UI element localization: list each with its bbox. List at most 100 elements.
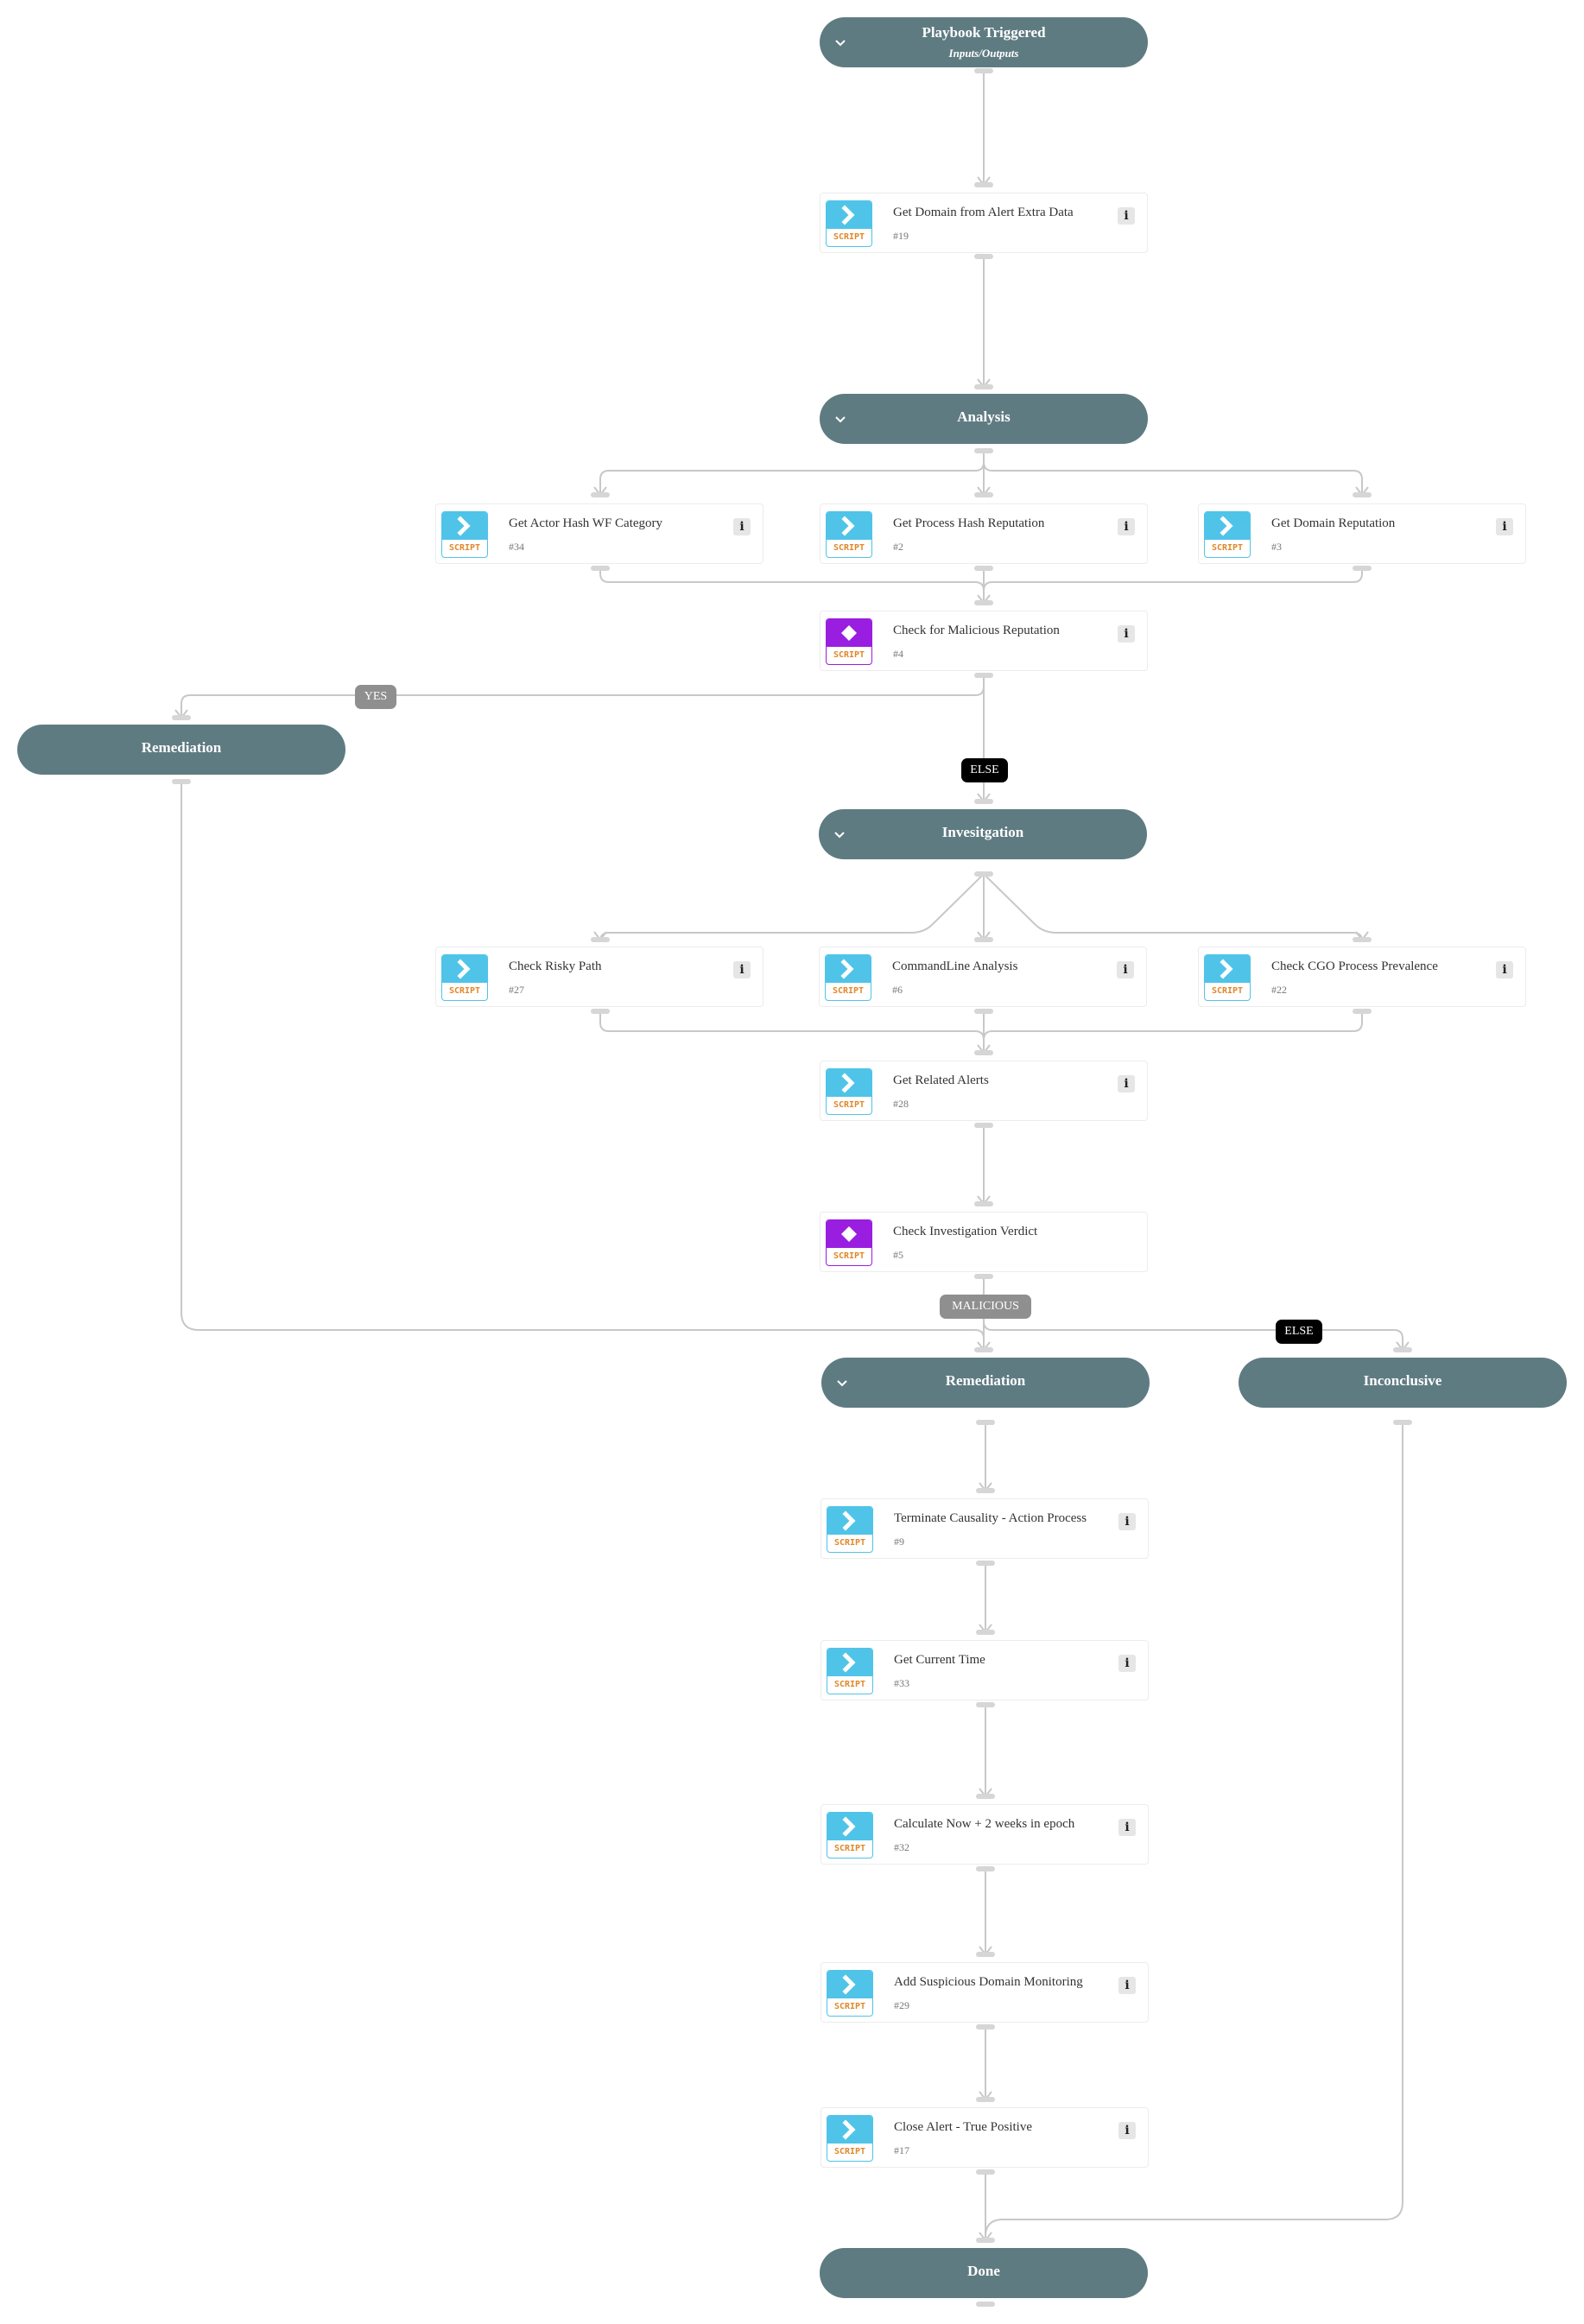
connector-port[interactable] [974,566,993,571]
task-name: Check Investigation Verdict [893,1225,1038,1238]
info-icon[interactable]: i [733,518,751,535]
task-check-for-malicious-reputation[interactable]: SCRIPT Check for Malicious Reputation #4… [820,611,1148,671]
connector-port[interactable] [976,2238,995,2243]
connector-port[interactable] [974,1201,993,1206]
info-icon[interactable]: i [1118,2122,1136,2139]
connector-port[interactable] [1353,566,1372,571]
task-id: #5 [893,1249,903,1261]
connector-port[interactable] [976,1630,995,1635]
connector-port[interactable] [1353,1009,1372,1014]
connector-port[interactable] [974,1274,993,1279]
script-task-icon: SCRIPT [1204,511,1251,558]
task-check-investigation-verdict[interactable]: SCRIPT Check Investigation Verdict #5 [820,1212,1148,1272]
chevron-down-icon[interactable] [833,35,847,49]
task-get-domain-from-alert-extra-data[interactable]: SCRIPT Get Domain from Alert Extra Data … [820,193,1148,253]
condition-task-icon: SCRIPT [826,1219,872,1266]
info-icon[interactable]: i [1496,961,1513,978]
connector-port[interactable] [591,492,610,497]
info-icon[interactable]: i [1117,961,1134,978]
connector-port[interactable] [172,779,191,784]
edge-label-else[interactable]: ELSE [961,758,1008,782]
task-get-domain-reputation[interactable]: SCRIPT Get Domain Reputation #3 i [1198,503,1526,564]
script-tag: SCRIPT [827,1535,872,1552]
connector-port[interactable] [974,871,993,877]
connector-port[interactable] [976,1794,995,1799]
section-analysis[interactable]: Analysis [820,394,1148,444]
connector-port[interactable] [1353,937,1372,942]
connector-port[interactable] [591,937,610,942]
connector-port[interactable] [591,1009,610,1014]
connector-port[interactable] [974,673,993,678]
task-get-process-hash-reputation[interactable]: SCRIPT Get Process Hash Reputation #2 i [820,503,1148,564]
script-task-icon: SCRIPT [827,1812,873,1859]
task-terminate-causality-action-process[interactable]: SCRIPT Terminate Causality - Action Proc… [821,1498,1149,1559]
connector-port[interactable] [976,1420,995,1425]
task-close-alert-true-positive[interactable]: SCRIPT Close Alert - True Positive #17 i [821,2107,1149,2168]
connector-port[interactable] [974,384,993,389]
connector-port[interactable] [974,1347,993,1352]
task-commandline-analysis[interactable]: SCRIPT CommandLine Analysis #6 i [819,947,1147,1007]
task-calculate-now-plus-2-weeks[interactable]: SCRIPT Calculate Now + 2 weeks in epoch … [821,1804,1149,1865]
connector-port[interactable] [976,1488,995,1493]
connector-port[interactable] [974,182,993,187]
connector-port[interactable] [976,2302,995,2307]
task-get-related-alerts[interactable]: SCRIPT Get Related Alerts #28 i [820,1061,1148,1121]
task-id: #29 [894,1999,909,2011]
chevron-down-icon[interactable] [833,412,847,426]
connector-port[interactable] [976,2169,995,2175]
section-remediation-left[interactable]: Remediation [17,725,345,775]
connector-port[interactable] [976,1952,995,1957]
info-icon[interactable]: i [733,961,751,978]
section-playbook-triggered[interactable]: Playbook Triggered Inputs/Outputs [820,17,1148,67]
connector-port[interactable] [172,715,191,720]
connector-port[interactable] [1393,1347,1412,1352]
connector-port[interactable] [974,1009,993,1014]
connector-port[interactable] [974,254,993,259]
section-investigation[interactable]: Invesitgation [819,809,1147,859]
info-icon[interactable]: i [1118,1655,1136,1672]
chevron-down-icon[interactable] [835,1376,849,1390]
info-icon[interactable]: i [1118,625,1135,643]
connector-port[interactable] [976,2097,995,2102]
connector-port[interactable] [974,799,993,804]
section-inconclusive[interactable]: Inconclusive [1239,1358,1567,1408]
connector-port[interactable] [974,1123,993,1128]
section-done[interactable]: Done [820,2248,1148,2298]
task-check-risky-path[interactable]: SCRIPT Check Risky Path #27 i [435,947,763,1007]
connector-port[interactable] [1353,492,1372,497]
info-icon[interactable]: i [1118,1075,1135,1092]
info-icon[interactable]: i [1118,1819,1136,1836]
info-icon[interactable]: i [1118,1977,1136,1994]
info-icon[interactable]: i [1118,207,1135,225]
connector-port[interactable] [591,566,610,571]
section-remediation[interactable]: Remediation [821,1358,1150,1408]
task-add-suspicious-domain-monitoring[interactable]: SCRIPT Add Suspicious Domain Monitoring … [821,1962,1149,2023]
connector-port[interactable] [1393,1420,1412,1425]
connector-edge [983,568,1363,603]
task-get-actor-hash-wf-category[interactable]: SCRIPT Get Actor Hash WF Category #34 i [435,503,763,564]
script-task-icon: SCRIPT [826,1068,872,1115]
connector-edge [599,451,985,495]
connector-port[interactable] [974,1050,993,1055]
connector-port[interactable] [976,1702,995,1707]
connector-port[interactable] [976,2024,995,2030]
connector-port[interactable] [976,1561,995,1566]
connector-port[interactable] [974,600,993,605]
section-title: Done [967,2263,1000,2279]
task-get-current-time[interactable]: SCRIPT Get Current Time #33 i [821,1640,1149,1700]
connector-port[interactable] [974,448,993,453]
info-icon[interactable]: i [1118,518,1135,535]
info-icon[interactable]: i [1118,1513,1136,1530]
connector-port[interactable] [974,492,993,497]
script-task-icon: SCRIPT [1204,954,1251,1001]
info-icon[interactable]: i [1496,518,1513,535]
task-check-cgo-process-prevalence[interactable]: SCRIPT Check CGO Process Prevalence #22 … [1198,947,1526,1007]
connector-port[interactable] [974,937,993,942]
connector-port[interactable] [976,1866,995,1871]
connector-port[interactable] [974,68,993,73]
chevron-down-icon[interactable] [833,827,846,841]
edge-label-yes[interactable]: YES [355,685,396,709]
section-subtitle[interactable]: Inputs/Outputs [948,47,1019,60]
edge-label-malicious[interactable]: MALICIOUS [940,1295,1031,1319]
edge-label-else[interactable]: ELSE [1276,1320,1322,1344]
